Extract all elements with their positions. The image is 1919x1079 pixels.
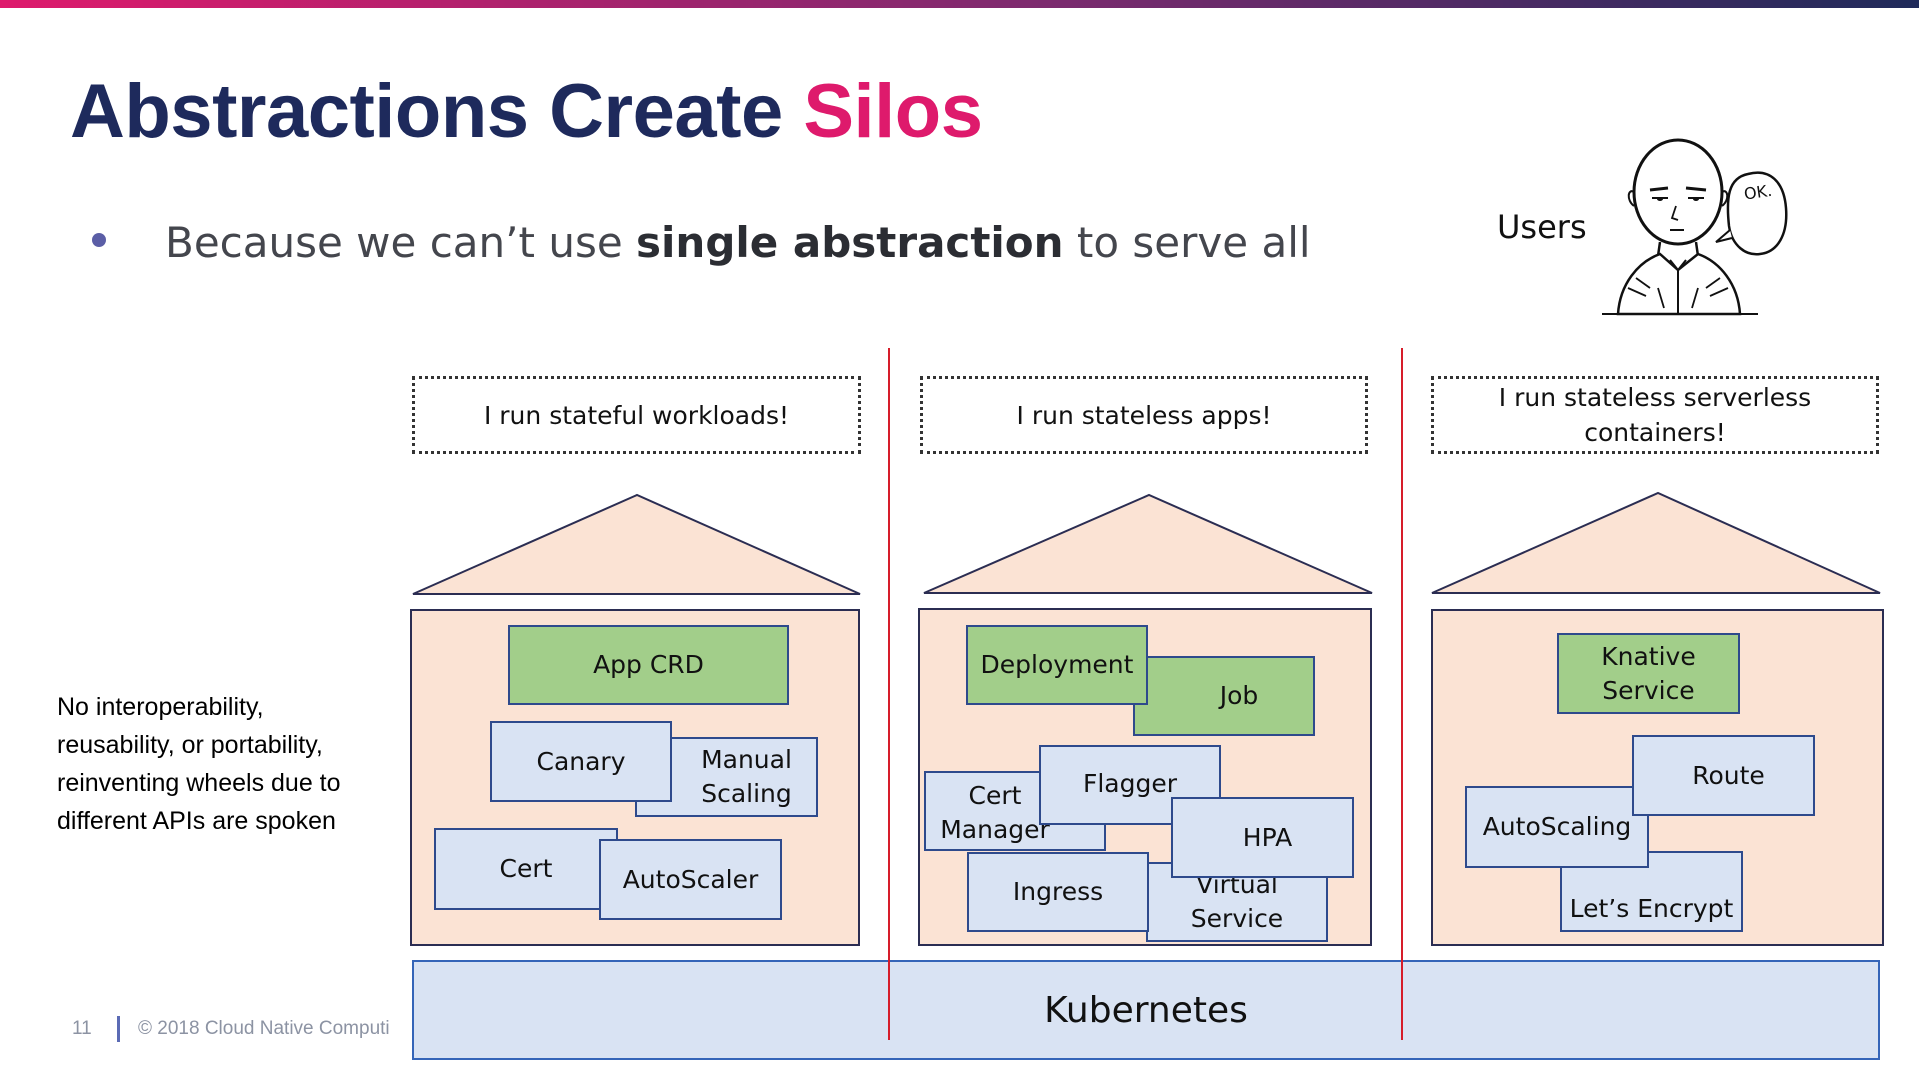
speech-bubble-text: OK. [1743, 181, 1774, 204]
component-app-crd: App CRD [508, 625, 789, 705]
component-flagger: Flagger [1039, 745, 1221, 825]
component-deployment: Deployment [966, 625, 1148, 705]
footer-separator [117, 1016, 120, 1042]
page-number: 11 [72, 1018, 92, 1039]
kubernetes-platform: Kubernetes [412, 960, 1880, 1060]
component-canary: Canary [490, 721, 672, 802]
top-gradient-bar [0, 0, 1919, 8]
component-knative-service: Knative Service [1557, 633, 1740, 714]
title-main: Abstractions Create [70, 69, 804, 154]
component-autoscaler: AutoScaler [599, 839, 782, 920]
caption-stateful: I run stateful workloads! [412, 376, 861, 454]
bullet-before: Because we can’t use [165, 218, 637, 267]
component-hpa: HPA [1171, 797, 1354, 878]
component-cert: Cert [434, 828, 618, 910]
user-illustration: OK. [1602, 138, 1788, 316]
caption-stateless: I run stateless apps! [920, 376, 1368, 454]
component-job: Job [1133, 656, 1315, 736]
bullet-bold: single abstraction [636, 218, 1064, 267]
caption-serverless: I run stateless serverless containers! [1431, 376, 1879, 454]
roof-serverless [1431, 491, 1881, 594]
bullet-marker [92, 233, 106, 247]
users-label: Users [1497, 208, 1587, 246]
bullet-after: to serve all [1063, 218, 1311, 267]
roof-stateless [923, 493, 1373, 594]
component-autoscaling: AutoScaling [1465, 786, 1649, 868]
roof-stateful [412, 493, 861, 595]
title-accent: Silos [803, 69, 983, 154]
bullet-text: Because we can’t use single abstraction … [165, 218, 1311, 267]
component-ingress: Ingress [967, 852, 1149, 932]
component-lets-encrypt: Let’s Encrypt [1560, 851, 1743, 932]
slide-title: Abstractions Create Silos [70, 68, 983, 155]
column-divider-1 [888, 348, 890, 1040]
footer-copyright: © 2018 Cloud Native Computi [138, 1018, 390, 1039]
component-route: Route [1632, 735, 1815, 816]
component-cert-manager: Cert Manager [924, 771, 1106, 851]
side-note: No interoperability, reusability, or por… [57, 693, 341, 835]
column-divider-2 [1401, 348, 1403, 1040]
